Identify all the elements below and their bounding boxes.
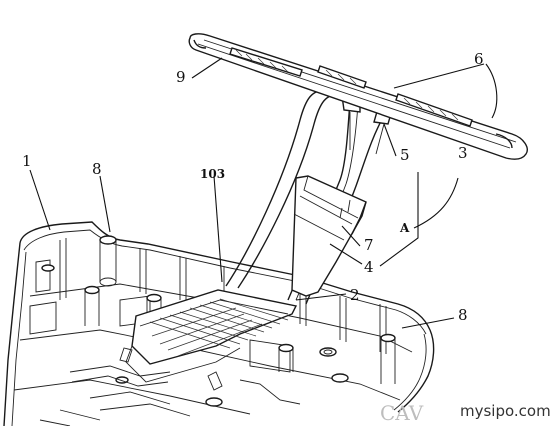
leader-8-right (401, 317, 455, 329)
part-labels: 1 8 9 103 6 3 5 A 7 4 2 8 (22, 50, 484, 324)
leader-9 (191, 57, 223, 79)
leader-3-A (413, 177, 459, 229)
circuit-area (39, 347, 301, 426)
leader-6-3 (485, 63, 498, 119)
label-8-left: 8 (92, 160, 102, 178)
mounting-posts (41, 235, 396, 407)
watermark-logo: CAV (380, 401, 424, 425)
leader-1 (29, 169, 51, 231)
label-1: 1 (22, 152, 32, 170)
label-8-right: 8 (458, 306, 468, 324)
watermark-site: mysipo.com (460, 402, 550, 420)
label-5: 5 (400, 146, 410, 164)
watermark: CAV mysipo.com (380, 401, 550, 425)
display-bar (188, 33, 528, 160)
leader-2 (295, 293, 347, 301)
leader-7 (341, 225, 361, 247)
leader-103 (213, 175, 223, 283)
label-2: 2 (350, 286, 360, 304)
label-9: 9 (176, 68, 186, 86)
label-103: 103 (200, 167, 225, 181)
grille-plate (125, 289, 298, 383)
leader-6 (393, 63, 485, 89)
label-7: 7 (364, 236, 374, 254)
leader-A-bracket (379, 172, 419, 267)
leader-4 (329, 243, 363, 265)
label-A: A (399, 221, 410, 235)
label-6: 6 (474, 50, 484, 68)
leader-5 (383, 123, 397, 157)
label-4: 4 (364, 258, 374, 276)
leader-lines (29, 57, 498, 329)
leader-8-left (99, 175, 111, 233)
support-arm (225, 89, 393, 305)
label-3: 3 (458, 144, 468, 162)
